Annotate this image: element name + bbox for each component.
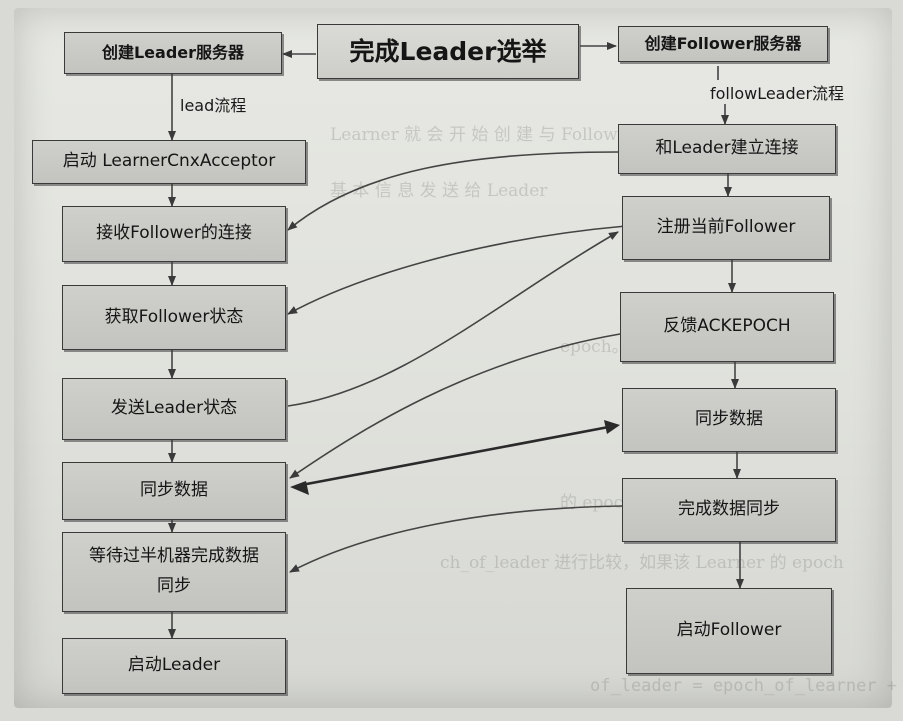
leader-step-label: 同步数据 xyxy=(140,480,208,501)
follower-step-label: 完成数据同步 xyxy=(678,499,780,520)
follower-step-label: 反馈ACKEPOCH xyxy=(663,316,791,337)
leader-server-box: 创建Leader服务器 xyxy=(64,32,282,74)
follower-step-ackepoch: 反馈ACKEPOCH xyxy=(620,292,834,362)
background-ghost-text: 基 本 信 息 发 送 给 Leader xyxy=(330,181,548,201)
follower-step-sync-data: 同步数据 xyxy=(622,388,836,452)
arrow-complete-to-wait xyxy=(289,505,623,573)
leader-step-send-status: 发送Leader状态 xyxy=(62,378,286,440)
leader-step-label: 启动 LearnerCnxAcceptor xyxy=(62,151,276,172)
follower-server-label: 创建Follower服务器 xyxy=(644,34,802,53)
arrow-ack-to-sync xyxy=(289,333,621,479)
election-complete-label: 完成Leader选举 xyxy=(349,36,547,66)
leader-step-fetch-status: 获取Follower状态 xyxy=(62,285,286,350)
follower-server-box: 创建Follower服务器 xyxy=(618,26,828,62)
election-complete-box: 完成Leader选举 xyxy=(317,24,579,79)
background-ghost-text: Learner 就 会 开 始 创 建 与 Follower xyxy=(330,125,636,145)
arrowhead-sync-right xyxy=(604,420,620,434)
leader-step-start-leader: 启动Leader xyxy=(62,638,286,694)
arrow-send-to-register xyxy=(287,231,619,407)
follower-step-label: 和Leader建立连接 xyxy=(655,138,799,159)
follower-step-sync-complete: 完成数据同步 xyxy=(622,478,836,542)
leader-step-label: 获取Follower状态 xyxy=(104,306,244,327)
leader-step-sync-data: 同步数据 xyxy=(62,462,286,520)
leader-step-label: 发送Leader状态 xyxy=(110,398,238,419)
follow-flow-label: followLeader流程 xyxy=(710,84,845,103)
arrowhead-sync-left xyxy=(290,481,309,495)
follower-step-label: 启动Follower xyxy=(676,620,782,641)
background-ghost-text: of_leader = epoch_of_learner + 1 xyxy=(590,676,903,696)
background-ghost-text: ch_of_leader 进行比较，如果该 Learner 的 epoch xyxy=(440,553,844,573)
lead-flow-label: lead流程 xyxy=(180,96,247,115)
follower-step-start-follower: 启动Follower xyxy=(626,588,832,674)
leader-server-label: 创建Leader服务器 xyxy=(101,43,245,62)
leader-step-acceptor: 启动 LearnerCnxAcceptor xyxy=(32,140,306,184)
follower-step-label: 注册当前Follower xyxy=(656,217,796,238)
arrow-register-to-fetch xyxy=(287,225,627,315)
leader-step-receive-connection: 接收Follower的连接 xyxy=(62,206,286,262)
follower-step-register: 注册当前Follower xyxy=(622,196,830,260)
arrow-connect-to-receive xyxy=(287,151,619,231)
follower-step-label: 同步数据 xyxy=(695,409,763,430)
arrow-sync-bidirectional xyxy=(295,424,615,488)
leader-step-label: 接收Follower的连接 xyxy=(96,223,252,244)
leader-step-wait-quorum: 等待过半机器完成数据同步 xyxy=(62,532,286,612)
leader-step-label: 启动Leader xyxy=(127,655,221,676)
background-ghost-text: epoch。 xyxy=(560,337,629,357)
follower-step-connect: 和Leader建立连接 xyxy=(618,124,836,174)
leader-step-label: 等待过半机器完成数据同步 xyxy=(89,546,259,596)
